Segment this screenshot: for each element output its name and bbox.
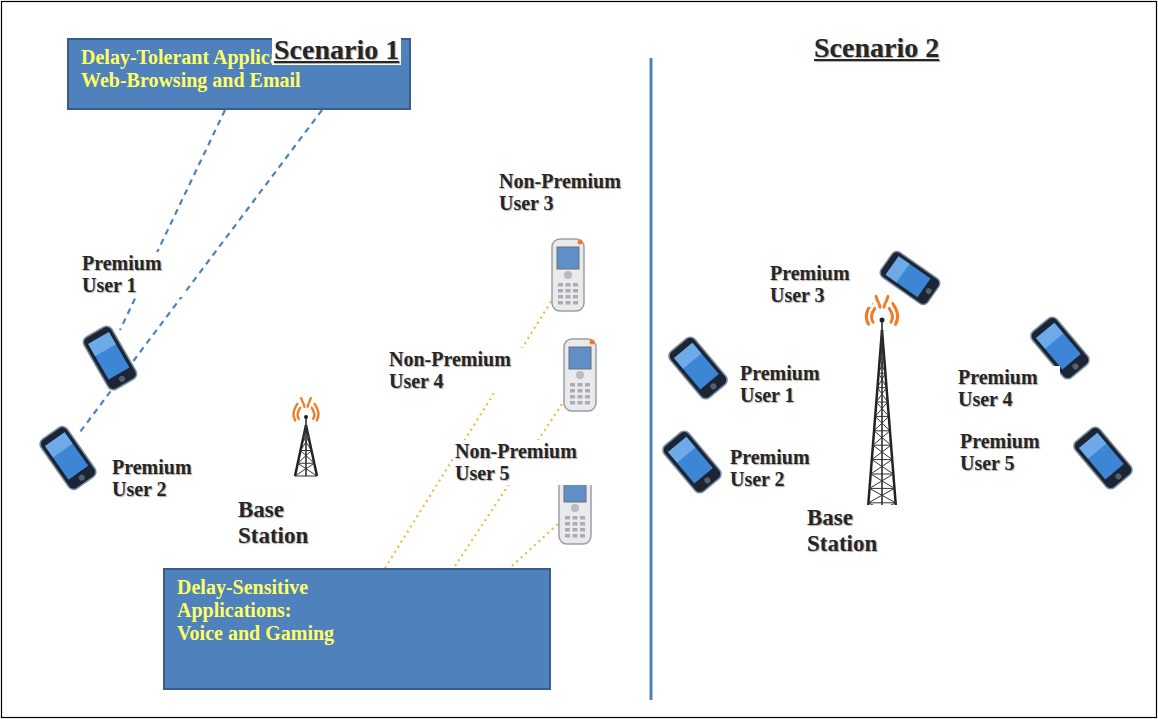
- application-box: Delay-Sensitive Applications: Voice and …: [163, 568, 551, 690]
- leader-line: [80, 110, 322, 432]
- leader-line: [120, 110, 225, 330]
- base-station-label: Base Station: [236, 497, 335, 549]
- leader-line: [512, 522, 560, 566]
- smartphone-icon: [878, 249, 942, 307]
- user-label: Premium User 1: [80, 252, 184, 297]
- feature-phone-icon: [564, 339, 596, 411]
- user-label: Non-Premium User 5: [453, 440, 592, 485]
- base-station-label: Base Station: [805, 505, 904, 557]
- feature-phone-icon: [552, 239, 584, 311]
- user-label: Non-Premium User 4: [387, 348, 526, 393]
- user-label: Premium User 2: [110, 456, 214, 501]
- user-label: Non-Premium User 3: [497, 170, 636, 215]
- user-label: Premium User 3: [768, 262, 872, 307]
- smartphone-icon: [1071, 425, 1134, 492]
- scenario-heading: Scenario 1: [272, 34, 401, 65]
- leader-line: [385, 300, 552, 568]
- scenario-divider: [650, 58, 653, 700]
- user-label: Premium User 4: [956, 366, 1060, 411]
- base-station-tower: [293, 398, 318, 476]
- user-label: Premium User 5: [958, 430, 1062, 475]
- user-label: Premium User 1: [738, 362, 842, 407]
- smartphone-icon: [38, 424, 99, 492]
- smartphone-icon: [81, 324, 139, 392]
- scenario-heading: Scenario 2: [812, 32, 941, 63]
- smartphone-icon: [666, 335, 729, 402]
- user-label: Premium User 2: [728, 446, 832, 491]
- box-text: Delay-Sensitive Applications: Voice and …: [177, 576, 342, 645]
- smartphone-icon: [660, 429, 723, 496]
